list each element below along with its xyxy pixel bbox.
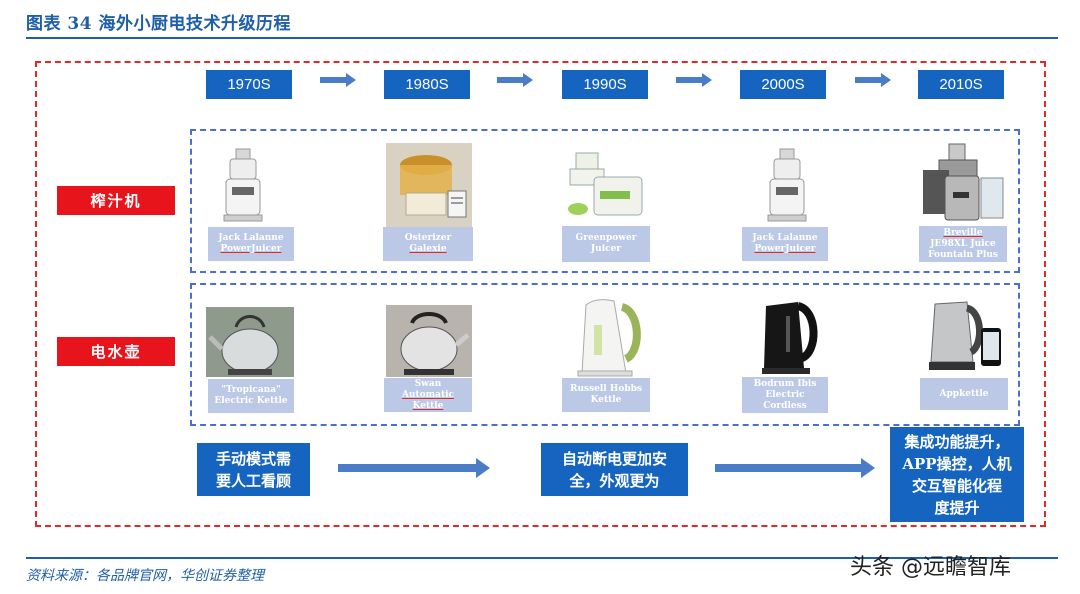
- category-juicer-label: 榨汁机: [57, 186, 175, 215]
- caption-breville: Breville JE98XL Juice Fountain Plus: [919, 226, 1007, 262]
- osterizer-galexie-juicer-image: [386, 143, 472, 227]
- bodrum-ibis-kettle-image: [762, 302, 818, 374]
- tropicana-kettle-image: [206, 307, 294, 377]
- stage-line: 度提升: [934, 498, 980, 517]
- caption-line: Jack Lalanne: [752, 233, 818, 243]
- stage-line: 自动断电更加安: [561, 449, 667, 468]
- stage-arrow-icon: [338, 458, 490, 478]
- caption-line: Fountain Plus: [928, 249, 998, 260]
- caption-line: Breville: [943, 227, 983, 238]
- caption-line: Kettle: [590, 395, 622, 405]
- stage-line: APP操控，人机: [902, 454, 1012, 473]
- caption-line: Jack Lalanne: [218, 233, 284, 243]
- caption-line: Automatic: [401, 389, 455, 400]
- stage-line: 交互智能化程: [911, 476, 1002, 495]
- source-note: 资料来源：各品牌官网，华创证券整理: [26, 568, 264, 584]
- era-arrow-icon: [497, 73, 533, 87]
- stage-smart-box: 集成功能提升， APP操控，人机 交互智能化程 度提升: [890, 427, 1024, 522]
- caption-line: Electric: [765, 389, 805, 400]
- stage-line: 集成功能提升，: [904, 432, 1010, 451]
- caption-jack-lalanne-1970s: Jack Lalanne PowerJuicer: [208, 227, 294, 261]
- caption-line: Appkettle: [939, 388, 989, 399]
- caption-line: PowerJuicer: [220, 244, 282, 254]
- stage-manual-box: 手动模式需要人工看顾: [197, 443, 310, 496]
- breville-juicer-image: [923, 143, 1004, 221]
- caption-swan-kettle: Swan Automatic Kettle: [384, 378, 472, 412]
- era-2000s: 2000S: [740, 70, 826, 99]
- caption-jack-lalanne-2000s: Jack Lalanne PowerJuicer: [742, 227, 828, 261]
- era-arrow-icon: [855, 73, 891, 87]
- caption-line: Kettle: [412, 400, 444, 411]
- juicer-row: [190, 129, 1020, 273]
- caption-line: Osterizer: [404, 233, 452, 243]
- jack-lalanne-juicer-2000s-image: [767, 148, 807, 222]
- caption-russell-hobbs-kettle: Russell Hobbs Kettle: [562, 378, 650, 412]
- caption-line: Juicer: [590, 244, 622, 254]
- caption-line: Greenpower: [575, 233, 637, 243]
- source-divider: [26, 557, 1058, 559]
- category-kettle-label: 电水壶: [57, 337, 175, 366]
- caption-appkettle: Appkettle: [920, 378, 1008, 410]
- jack-lalanne-juicer-image: [223, 148, 263, 222]
- greenpower-juicer-image: [568, 152, 643, 216]
- caption-bodrum-ibis-kettle: Bodrum Ibis Electric Cordless: [742, 377, 828, 413]
- caption-osterizer-galexie: Osterizer Galexie: [383, 227, 473, 261]
- swan-automatic-kettle-image: [386, 305, 472, 377]
- timeline-frame: [35, 61, 1046, 527]
- caption-line: PowerJuicer: [754, 244, 816, 254]
- era-arrow-icon: [320, 73, 356, 87]
- stage-auto-shutoff-box: 自动断电更加安全，外观更为: [541, 443, 688, 496]
- caption-line: Electric Kettle: [214, 396, 288, 406]
- caption-tropicana-kettle: "Tropicana" Electric Kettle: [208, 379, 294, 413]
- caption-greenpower-juicer: Greenpower Juicer: [562, 226, 650, 262]
- stage-arrow-icon: [715, 458, 875, 478]
- caption-line: Galexie: [409, 244, 447, 254]
- stage-line: 手动模式需: [215, 449, 291, 468]
- stage-line: 全，外观更为: [569, 471, 660, 490]
- figure-title: 图表 34 海外小厨电技术升级历程: [26, 14, 291, 34]
- caption-line: Bodrum Ibis: [753, 378, 817, 389]
- era-arrow-icon: [676, 73, 712, 87]
- caption-line: "Tropicana": [221, 385, 281, 395]
- era-1990s: 1990S: [562, 70, 648, 99]
- caption-line: Swan: [414, 378, 442, 389]
- era-1970s: 1970S: [206, 70, 292, 99]
- caption-line: Russell Hobbs: [569, 384, 642, 394]
- caption-line: Cordless: [763, 400, 807, 411]
- appkettle-image: [929, 301, 1001, 370]
- stage-line: 要人工看顾: [215, 471, 291, 490]
- title-divider: [26, 37, 1058, 39]
- caption-line: JE98XL Juice: [930, 238, 996, 249]
- watermark: 头条 @远瞻智库: [850, 555, 1011, 580]
- russell-hobbs-kettle-image: [577, 299, 641, 377]
- kettle-row: [190, 283, 1020, 426]
- era-2010s: 2010S: [918, 70, 1004, 99]
- era-1980s: 1980S: [384, 70, 470, 99]
